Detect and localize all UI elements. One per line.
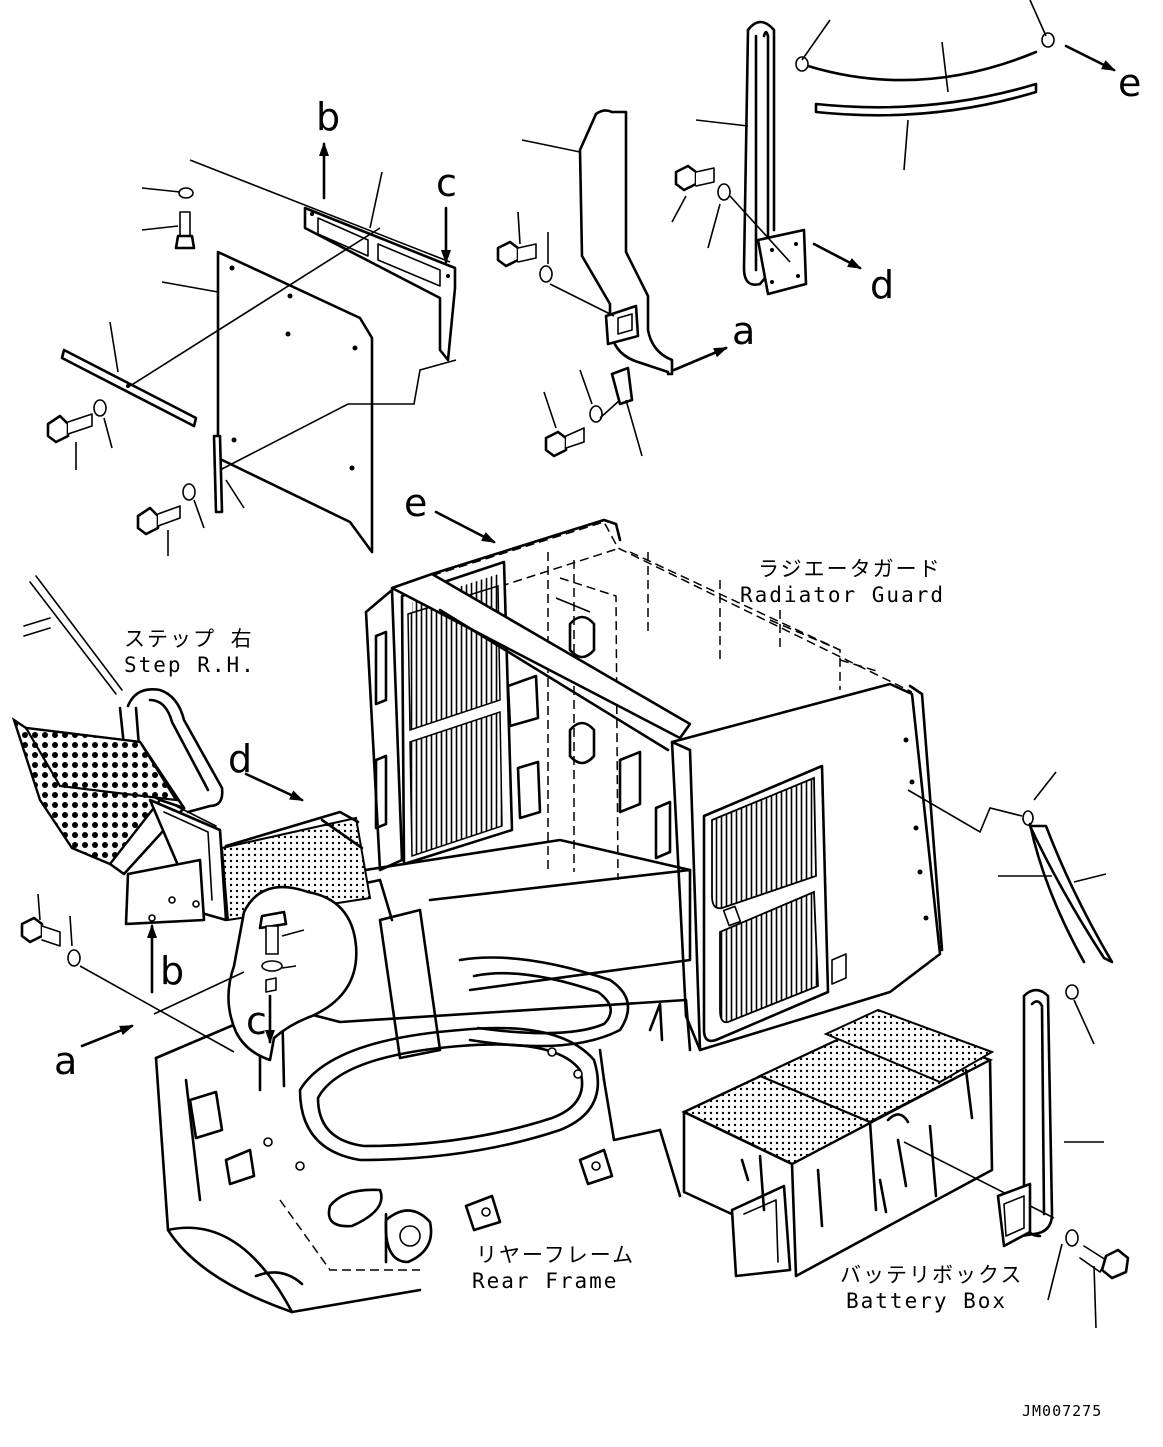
rear-frame xyxy=(154,838,692,1314)
arrow-e-in xyxy=(434,510,496,544)
arrow-d-in xyxy=(244,772,304,802)
small-plate xyxy=(212,434,224,514)
washer xyxy=(93,399,107,417)
battery-box-label-en: Battery Box xyxy=(846,1289,1007,1313)
step-rh xyxy=(11,575,372,926)
step-rh-label-en: Step R.H. xyxy=(124,653,256,677)
reference-arrows xyxy=(80,44,1116,1048)
rear-frame-label-en: Rear Frame xyxy=(472,1269,618,1293)
cover-plate xyxy=(216,250,374,554)
washer xyxy=(589,405,603,423)
top-bracket xyxy=(303,206,457,362)
cable-cover xyxy=(1028,824,1114,964)
bolt xyxy=(174,211,196,250)
drawing-code: JM007275 xyxy=(1022,1402,1102,1420)
bolt xyxy=(20,916,61,947)
strap xyxy=(60,348,198,428)
ref-letter-d-in: d xyxy=(228,737,252,781)
cable xyxy=(806,50,1038,82)
ref-letter-e-in: e xyxy=(404,481,427,525)
bracket xyxy=(610,366,634,406)
bolt xyxy=(1079,1245,1130,1280)
washer xyxy=(539,265,553,283)
mount-plate xyxy=(756,228,808,296)
washer xyxy=(182,483,196,501)
rear-frame-label-jp: リヤーフレーム xyxy=(476,1243,635,1267)
ref-letter-a: a xyxy=(732,309,755,353)
ref-letter-e: e xyxy=(1118,61,1141,105)
bolt xyxy=(674,164,715,192)
battery-box xyxy=(681,1008,1055,1278)
arrow-a-right xyxy=(672,346,728,372)
radiator-guard-label-jp: ラジエータガード xyxy=(758,557,942,581)
step-rh-label-jp: ステップ 右 xyxy=(124,627,254,651)
ref-letter-c: c xyxy=(436,161,457,205)
radiator-guard xyxy=(364,518,944,1052)
handrail-right xyxy=(671,0,1055,296)
bolt xyxy=(136,505,181,536)
washer xyxy=(67,949,81,967)
mount-plate xyxy=(996,1182,1032,1248)
bolt xyxy=(544,427,585,458)
handrail-left xyxy=(496,109,674,458)
bolt xyxy=(496,240,537,268)
handrail-lower xyxy=(907,771,1130,1329)
washer xyxy=(178,187,194,199)
ref-letter-b-in: b xyxy=(160,949,184,993)
cover-plate-assembly xyxy=(46,159,457,556)
arrow-d-right xyxy=(812,242,862,270)
ref-letter-c-in: c xyxy=(246,999,267,1043)
ref-letter-b: b xyxy=(316,95,340,139)
battery-box-label-jp: バッテリボックス xyxy=(840,1263,1023,1287)
detail-callout xyxy=(227,885,358,1062)
bolt xyxy=(46,413,93,444)
cable-cover xyxy=(814,82,1038,117)
washer xyxy=(717,183,731,201)
ref-letter-d: d xyxy=(870,263,894,307)
ref-letter-a-in: a xyxy=(54,1039,77,1083)
radiator-guard-label-en: Radiator Guard xyxy=(740,583,945,607)
arrow-e-right xyxy=(1064,44,1116,72)
arrow-a-in xyxy=(80,1024,134,1048)
washer xyxy=(1065,1229,1079,1247)
cable xyxy=(1028,822,1086,964)
